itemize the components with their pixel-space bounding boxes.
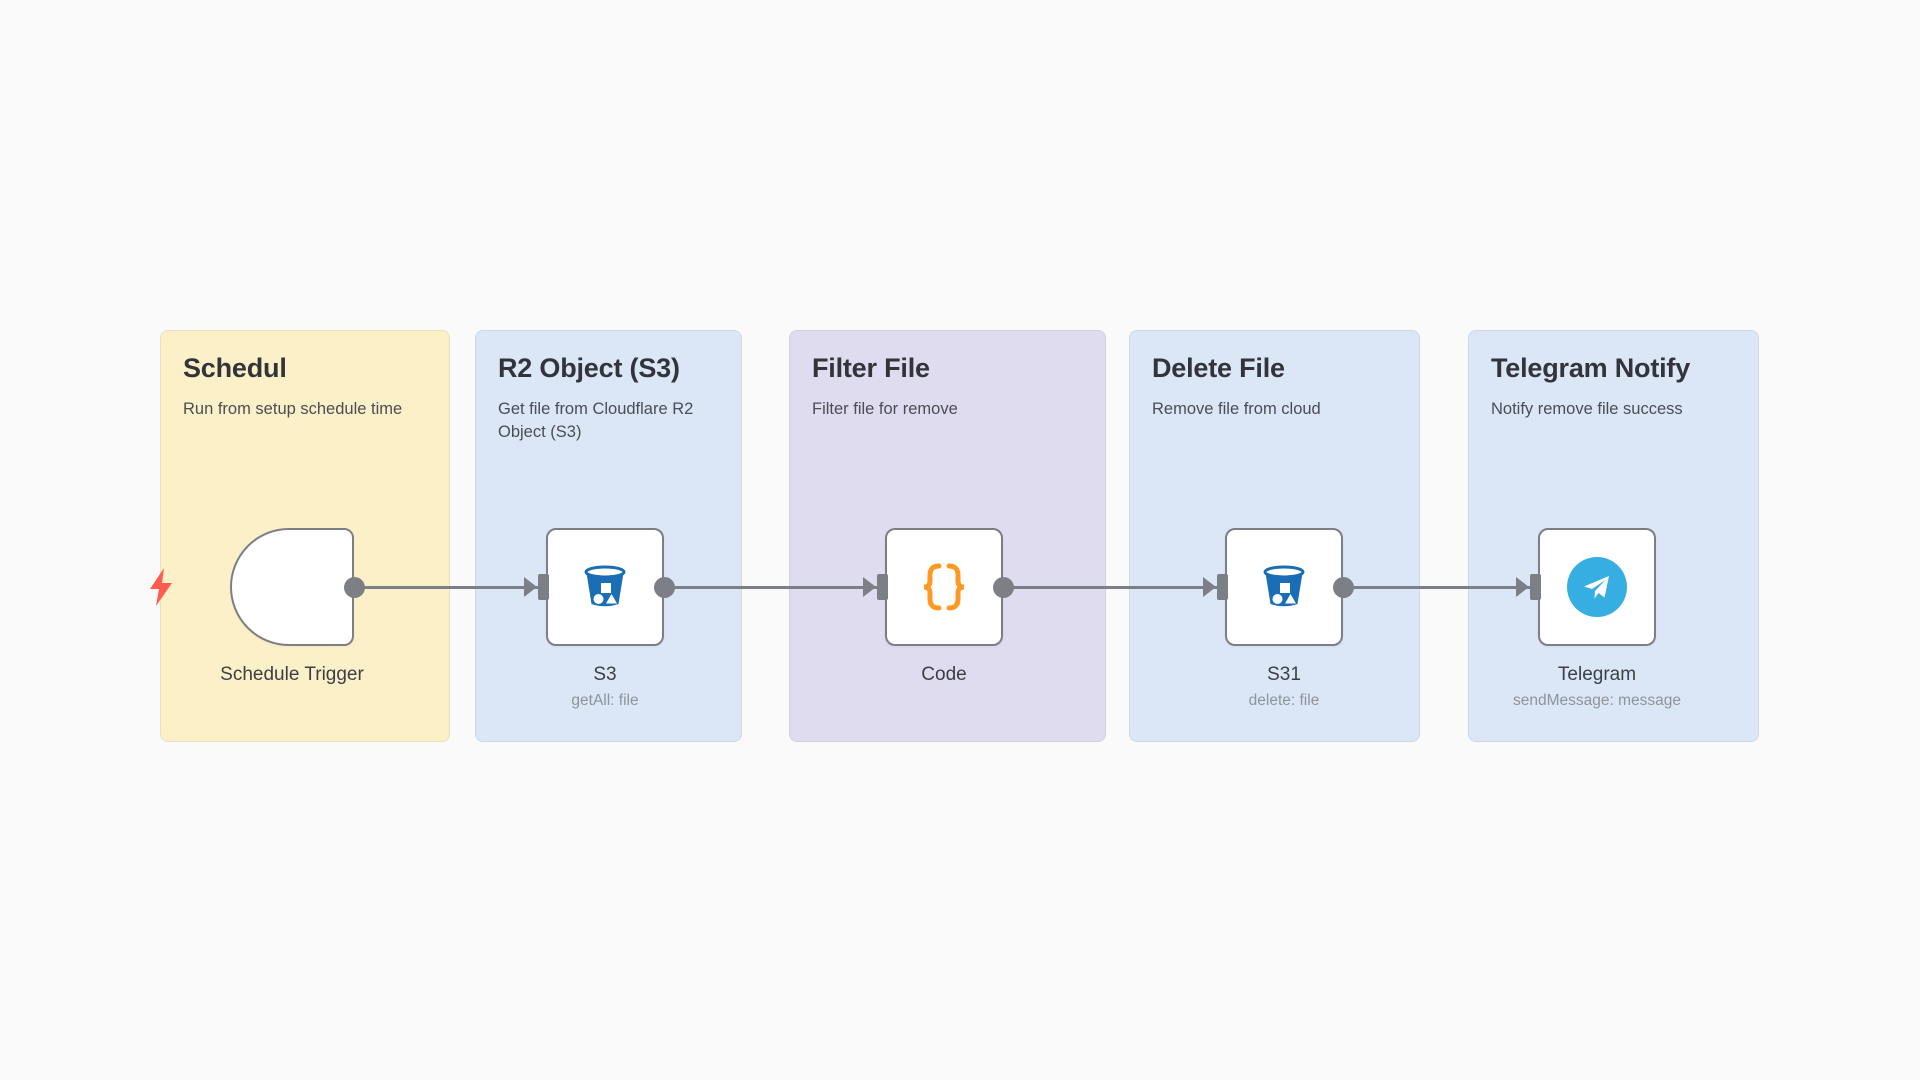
code-braces-icon [915,558,973,616]
node-label-code: Code [921,664,967,685]
node-subtitle-s3: getAll: file [571,692,639,709]
sticky-note-text: Notify remove file success [1491,400,1683,419]
output-connector-dot[interactable] [344,576,365,598]
input-connector-port[interactable] [877,574,888,600]
s3-bucket-icon [577,559,633,615]
node-telegram[interactable] [1538,528,1656,646]
node-s31[interactable] [1225,528,1343,646]
connection-arrowhead [863,577,876,597]
output-connector-dot[interactable] [654,576,675,598]
sticky-note-title: Telegram Notify [1491,353,1691,383]
input-connector-port[interactable] [1530,574,1541,600]
sticky-note-text: Run from setup schedule time [183,400,403,419]
node-code[interactable] [885,528,1003,646]
node-subtitle-s31: delete: file [1248,692,1320,709]
node-s3[interactable] [546,528,664,646]
connection-line[interactable] [1003,585,1225,589]
node-subtitle-telegram: sendMessage: message [1512,692,1681,709]
sticky-note-text: Filter file for remove [812,400,958,419]
sticky-note-r2-object[interactable]: R2 Object (S3) Get file from Cloudflare … [475,330,742,742]
sticky-note-title: R2 Object (S3) [498,353,680,383]
connection-line[interactable] [664,585,885,589]
sticky-note-title: Filter File [812,353,930,383]
node-label-telegram: Telegram [1557,664,1637,685]
sticky-note-text: Remove file from cloud [1152,400,1321,419]
output-connector-dot[interactable] [993,576,1014,598]
node-schedule-trigger[interactable] [230,528,354,646]
connection-line[interactable] [1343,585,1538,589]
s3-bucket-icon [1256,559,1312,615]
trigger-bolt-icon [148,568,174,606]
output-connector-dot[interactable] [1333,576,1354,598]
connection-arrowhead [1203,577,1216,597]
telegram-plane-icon [1567,557,1627,617]
connection-line[interactable] [354,585,546,589]
sticky-note-title: Schedul [183,353,287,383]
sticky-note-text: Get file from Cloudflare R2 Object (S3) [498,400,694,442]
connection-arrowhead [1516,577,1529,597]
input-connector-port[interactable] [538,574,549,600]
node-label-schedule-trigger: Schedule Trigger [220,664,364,685]
connection-arrowhead [524,577,537,597]
sticky-note-title: Delete File [1152,353,1285,383]
node-label-s3: S3 [593,664,617,685]
input-connector-port[interactable] [1217,574,1228,600]
node-label-s31: S31 [1267,664,1301,685]
